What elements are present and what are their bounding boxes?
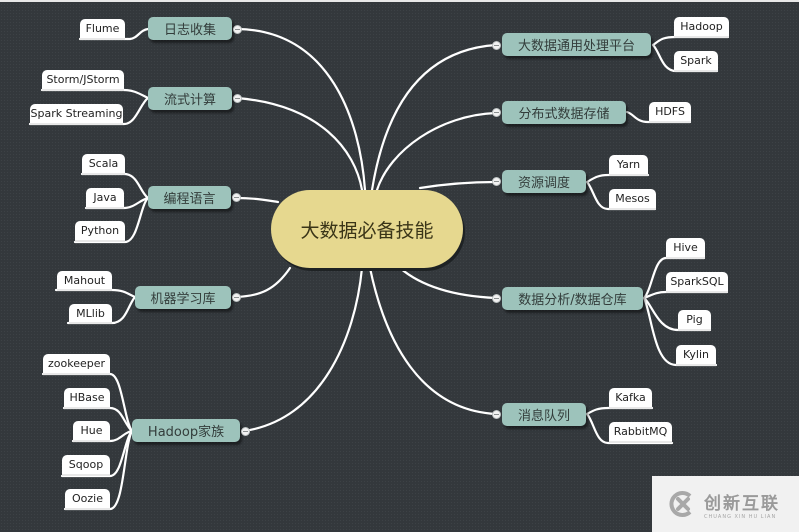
leaf-spark-streaming[interactable]: Spark Streaming	[30, 104, 123, 125]
window-top-edge	[0, 0, 799, 2]
leaf-rabbitmq[interactable]: RabbitMQ	[609, 422, 672, 443]
topic-message-queue[interactable]: 消息队列	[502, 403, 586, 426]
leaf-label: HBase	[69, 391, 105, 404]
topic-label: 分布式数据存储	[518, 107, 610, 122]
topic-programming-languages[interactable]: 编程语言	[148, 186, 231, 209]
leaf-hive[interactable]: Hive	[666, 238, 705, 259]
topic-distributed-storage[interactable]: 分布式数据存储	[502, 101, 626, 124]
collapse-toggle-icon[interactable]	[492, 41, 501, 50]
brand-logo-icon	[666, 489, 696, 519]
leaf-label: Mesos	[615, 192, 650, 205]
leaf-label: Hue	[80, 424, 103, 437]
leaf-label: Java	[93, 191, 117, 204]
leaf-kylin[interactable]: Kylin	[676, 345, 716, 366]
leaf-label: Pig	[686, 313, 703, 326]
leaf-flume[interactable]: Flume	[80, 19, 125, 40]
topic-label: 消息队列	[517, 409, 570, 424]
topic-general-platform[interactable]: 大数据通用处理平台	[502, 33, 651, 56]
watermark-brand-cn: 创新互联	[704, 493, 780, 514]
collapse-toggle-icon[interactable]	[232, 193, 241, 202]
topic-label: 流式计算	[163, 93, 216, 108]
leaf-label: Kylin	[682, 348, 709, 361]
leaf-java[interactable]: Java	[86, 188, 124, 209]
topic-label: 机器学习库	[150, 292, 216, 307]
collapse-toggle-icon[interactable]	[233, 25, 242, 34]
leaf-label: Python	[80, 224, 120, 237]
leaf-mesos[interactable]: Mesos	[609, 189, 656, 210]
leaf-storm-jstorm[interactable]: Storm/JStorm	[42, 70, 124, 91]
leaf-hue[interactable]: Hue	[73, 421, 110, 442]
leaf-label: Hadoop	[680, 20, 723, 33]
watermark: 创新互联 CHUANG XIN HU LIAN	[652, 476, 799, 532]
leaf-hdfs[interactable]: HDFS	[649, 102, 691, 123]
leaf-mllib[interactable]: MLlib	[69, 304, 112, 324]
topic-ml-libraries[interactable]: 机器学习库	[135, 286, 231, 309]
leaf-pig[interactable]: Pig	[678, 310, 711, 331]
leaf-python[interactable]: Python	[75, 221, 125, 242]
leaf-hadoop[interactable]: Hadoop	[674, 17, 729, 38]
collapse-toggle-icon[interactable]	[492, 294, 501, 303]
leaf-sqoop[interactable]: Sqoop	[62, 455, 110, 476]
leaf-label: Mahout	[63, 273, 106, 287]
topic-label: Hadoop家族	[147, 425, 225, 440]
root-node[interactable]: 大数据必备技能	[271, 190, 463, 268]
topic-label: 资源调度	[517, 176, 570, 191]
leaf-label: Sqoop	[68, 458, 104, 471]
root-label: 大数据必备技能	[300, 219, 434, 242]
collapse-toggle-icon[interactable]	[492, 410, 501, 419]
leaf-label: zookeeper	[47, 357, 106, 370]
leaf-label: Spark	[680, 54, 712, 67]
leaf-label: SparkSQL	[670, 275, 724, 288]
leaf-kafka[interactable]: Kafka	[609, 388, 652, 409]
leaf-zookeeper[interactable]: zookeeper	[43, 354, 110, 375]
leaf-hbase[interactable]: HBase	[64, 388, 110, 409]
leaf-label: MLlib	[76, 306, 105, 320]
leaf-sparksql[interactable]: SparkSQL	[666, 272, 728, 293]
leaf-mahout[interactable]: Mahout	[57, 271, 112, 291]
leaf-yarn[interactable]: Yarn	[609, 155, 648, 176]
leaf-scala[interactable]: Scala	[82, 154, 125, 175]
leaf-label: Flume	[85, 22, 120, 35]
leaf-label: Storm/JStorm	[46, 73, 120, 86]
leaf-spark[interactable]: Spark	[674, 51, 718, 72]
topic-label: 数据分析/数据仓库	[518, 293, 627, 308]
leaf-label: Hive	[673, 241, 698, 254]
leaf-label: HDFS	[655, 105, 685, 118]
topic-label: 编程语言	[163, 192, 216, 207]
topic-label: 大数据通用处理平台	[517, 39, 635, 54]
topic-stream-computing[interactable]: 流式计算	[148, 87, 232, 110]
leaf-oozie[interactable]: Oozie	[65, 489, 110, 510]
collapse-toggle-icon[interactable]	[492, 177, 501, 186]
leaf-label: Yarn	[616, 158, 641, 171]
topic-hadoop-family[interactable]: Hadoop家族	[132, 419, 240, 442]
collapse-toggle-icon[interactable]	[233, 94, 242, 103]
leaf-label: Spark Streaming	[30, 107, 123, 120]
leaf-label: Kafka	[615, 391, 646, 404]
topic-resource-scheduling[interactable]: 资源调度	[502, 170, 586, 193]
leaf-label: RabbitMQ	[613, 425, 668, 438]
collapse-toggle-icon[interactable]	[492, 108, 501, 117]
topic-data-analysis-warehouse[interactable]: 数据分析/数据仓库	[502, 287, 643, 310]
topic-log-collection[interactable]: 日志收集	[148, 17, 232, 40]
leaf-label: Scala	[88, 157, 119, 170]
collapse-toggle-icon[interactable]	[232, 293, 241, 302]
topic-label: 日志收集	[163, 23, 216, 38]
collapse-toggle-icon[interactable]	[241, 427, 250, 436]
watermark-brand-en: CHUANG XIN HU LIAN	[704, 513, 777, 520]
leaf-label: Oozie	[72, 492, 103, 505]
